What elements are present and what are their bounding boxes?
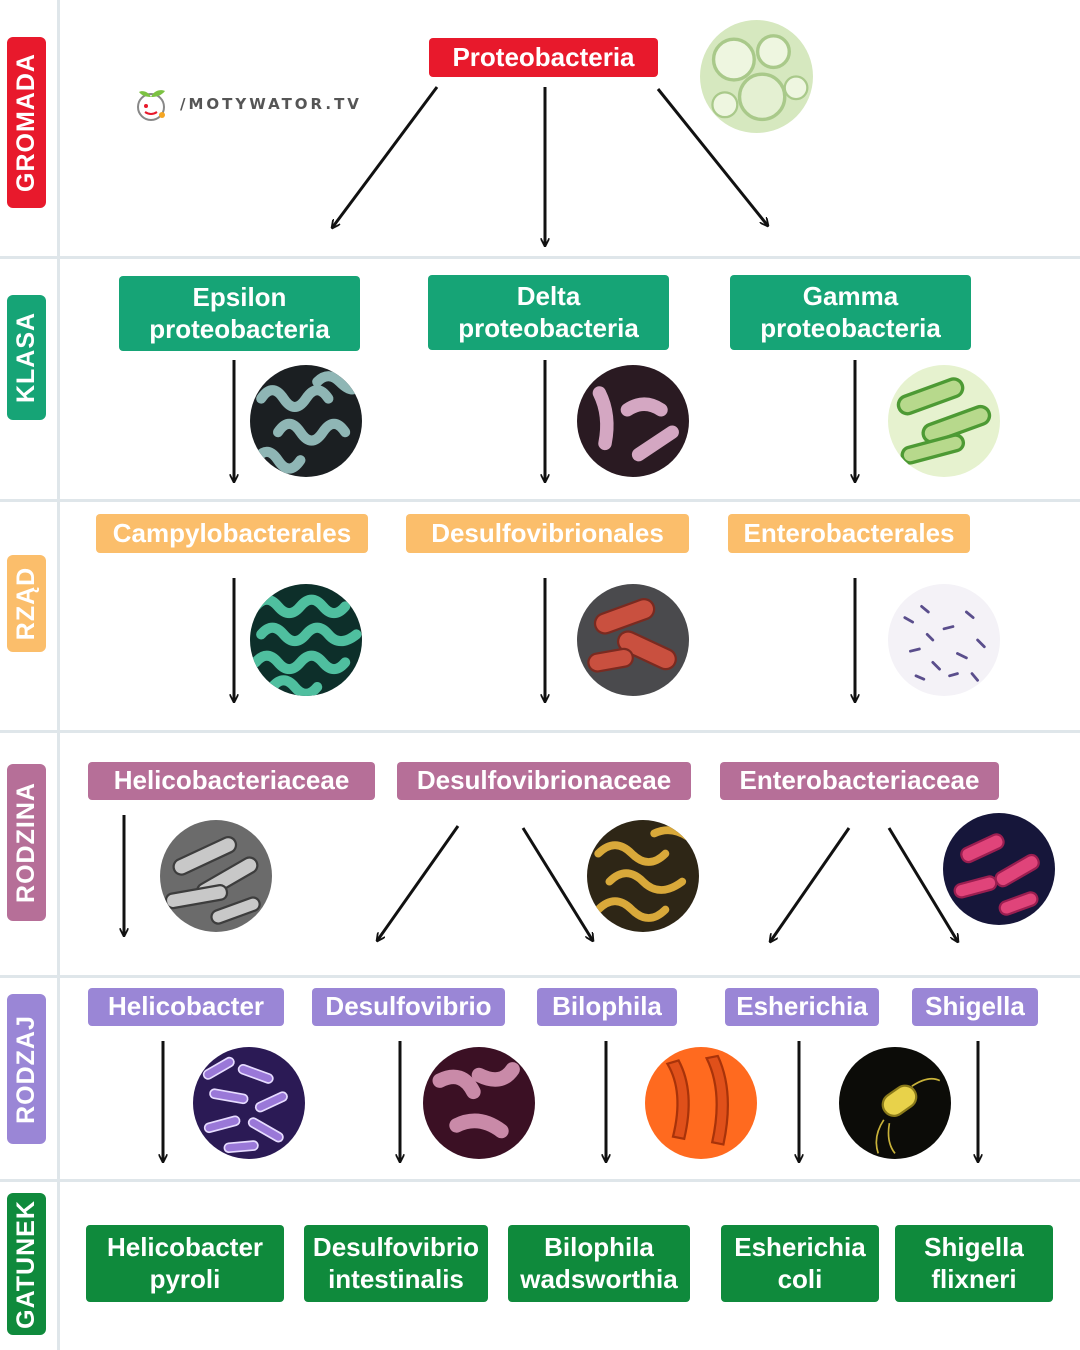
arrow (377, 825, 460, 941)
row-divider (0, 499, 1080, 502)
bacteria-image-desulfovibrionales (577, 584, 689, 696)
phylum-box: Proteobacteria (429, 38, 658, 77)
row-divider (0, 1179, 1080, 1182)
arrow (887, 827, 958, 942)
rank-label-rodzaj: RODZAJ (7, 994, 46, 1144)
rank-label-klasa: KLASA (7, 295, 46, 420)
arrow (656, 88, 768, 226)
arrow (521, 827, 593, 941)
bacteria-image-enterobacteriaceae (943, 813, 1055, 925)
genus-box-bilophila: Bilophila (537, 988, 677, 1026)
bacteria-image-bilophila (645, 1047, 757, 1159)
order-box-campylobacterales: Campylobacterales (96, 514, 368, 553)
bacteria-image-helicobacteriaceae (160, 820, 272, 932)
bacteria-image-delta (577, 365, 689, 477)
order-box-desulfovibrionales: Desulfovibrionales (406, 514, 689, 553)
genus-box-esherichia: Esherichia (725, 988, 879, 1026)
family-box-desulfovibrionaceae: Desulfovibrionaceae (397, 762, 691, 800)
genus-box-desulfovibrio: Desulfovibrio (312, 988, 505, 1026)
rank-label-rzad: RZĄD (7, 555, 46, 652)
family-box-helicobacteriaceae: Helicobacteriaceae (88, 762, 375, 800)
row-divider (0, 730, 1080, 733)
bacteria-image-desulfovibrionaceae (587, 820, 699, 932)
family-box-enterobacteriaceae: Enterobacteriaceae (720, 762, 999, 800)
row-divider (0, 256, 1080, 259)
logo: /MOTYWATOR.TV (132, 84, 362, 124)
rank-column-divider (57, 0, 60, 1350)
bacteria-image-campylobacterales (250, 584, 362, 696)
bacteria-image-desulfovibrio (423, 1047, 535, 1159)
bacteria-image-enterobacterales (888, 584, 1000, 696)
arrow (332, 86, 439, 228)
bacteria-image-proteobacteria (700, 20, 813, 133)
bacteria-image-esherichia (839, 1047, 951, 1159)
genus-box-helicobacter: Helicobacter (88, 988, 284, 1026)
rank-label-gatunek: GATUNEK (7, 1193, 46, 1335)
bacteria-image-helicobacter (193, 1047, 305, 1159)
bacteria-image-epsilon (250, 365, 362, 477)
genus-box-shigella: Shigella (912, 988, 1038, 1026)
bacteria-image-gamma (888, 365, 1000, 477)
logo-text: /MOTYWATOR.TV (180, 95, 362, 113)
order-box-enterobacterales: Enterobacterales (728, 514, 970, 553)
rank-label-gromada: GROMADA (7, 37, 46, 208)
arrow (770, 827, 851, 942)
row-divider (0, 975, 1080, 978)
rank-label-rodzina: RODZINA (7, 764, 46, 921)
sprout-logo-icon (137, 90, 165, 121)
